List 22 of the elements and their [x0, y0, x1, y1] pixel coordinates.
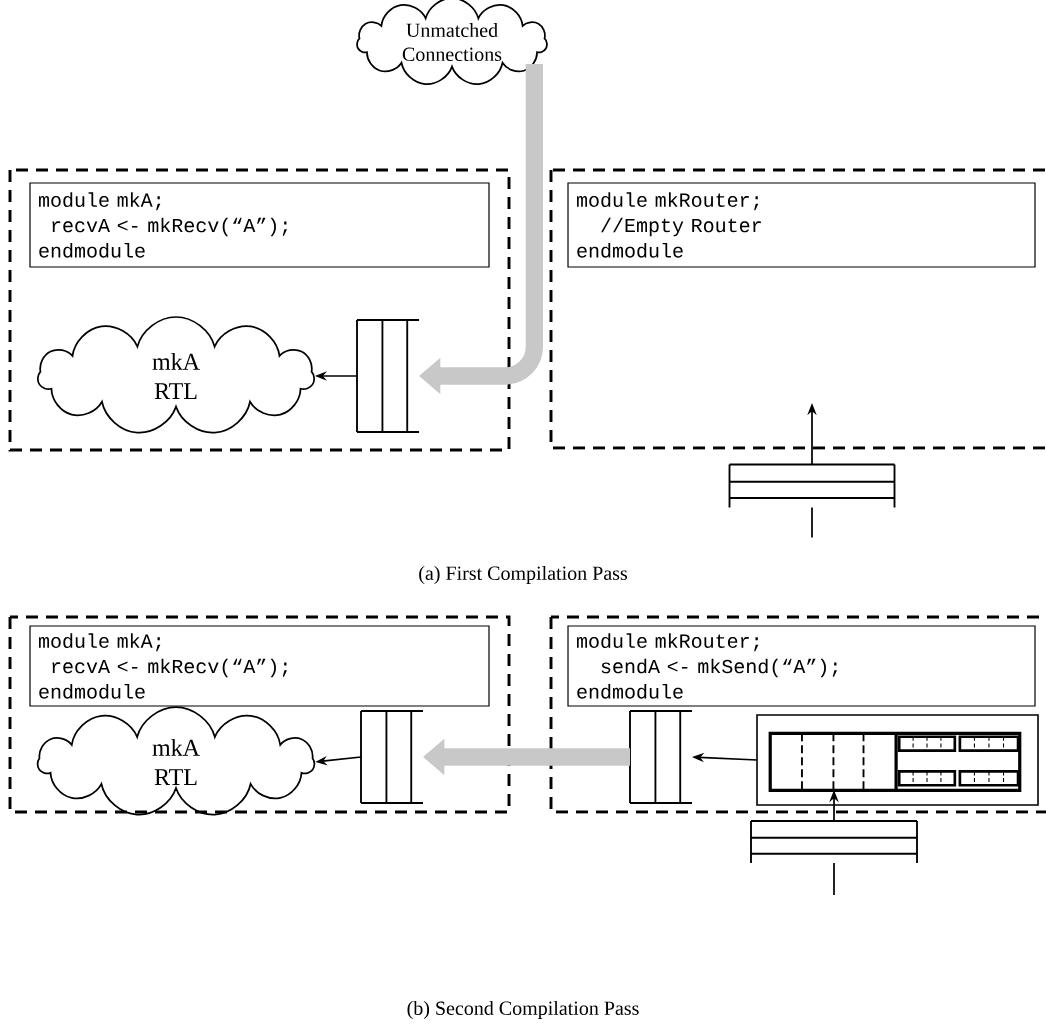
router-drawing [756, 714, 1039, 806]
caption: (b) Second Compilation Pass [407, 1000, 639, 1020]
wire [811, 506, 813, 539]
cloud: mkA RTL [37, 316, 315, 434]
fifo-queue [629, 710, 693, 804]
fifo-queue [750, 820, 918, 864]
dashed-box [549, 615, 1046, 814]
cloud: mkA RTL [36, 706, 316, 816]
dashed-box [549, 168, 1046, 450]
caption: (a) First Compilation Pass [419, 565, 627, 585]
dashed-box [8, 168, 511, 452]
code-box: module mkRouter; sendA <- mkSend(“A”); endmodule [567, 625, 1036, 707]
code-box: module mkA; recvA <- mkRecv(“A”); endmodule [29, 182, 490, 268]
cloud: Unmatched Connections [356, 0, 548, 85]
code-box: module mkRouter; //Empty Router endmodule [567, 182, 1036, 268]
fifo-queue [356, 319, 420, 433]
fifo-queue [360, 710, 424, 804]
code-box: module mkA; recvA <- mkRecv(“A”); endmodule [29, 625, 490, 707]
thick-arrow [419, 64, 544, 395]
fifo-queue [728, 463, 896, 509]
wire [833, 862, 835, 896]
dashed-box [8, 615, 511, 814]
